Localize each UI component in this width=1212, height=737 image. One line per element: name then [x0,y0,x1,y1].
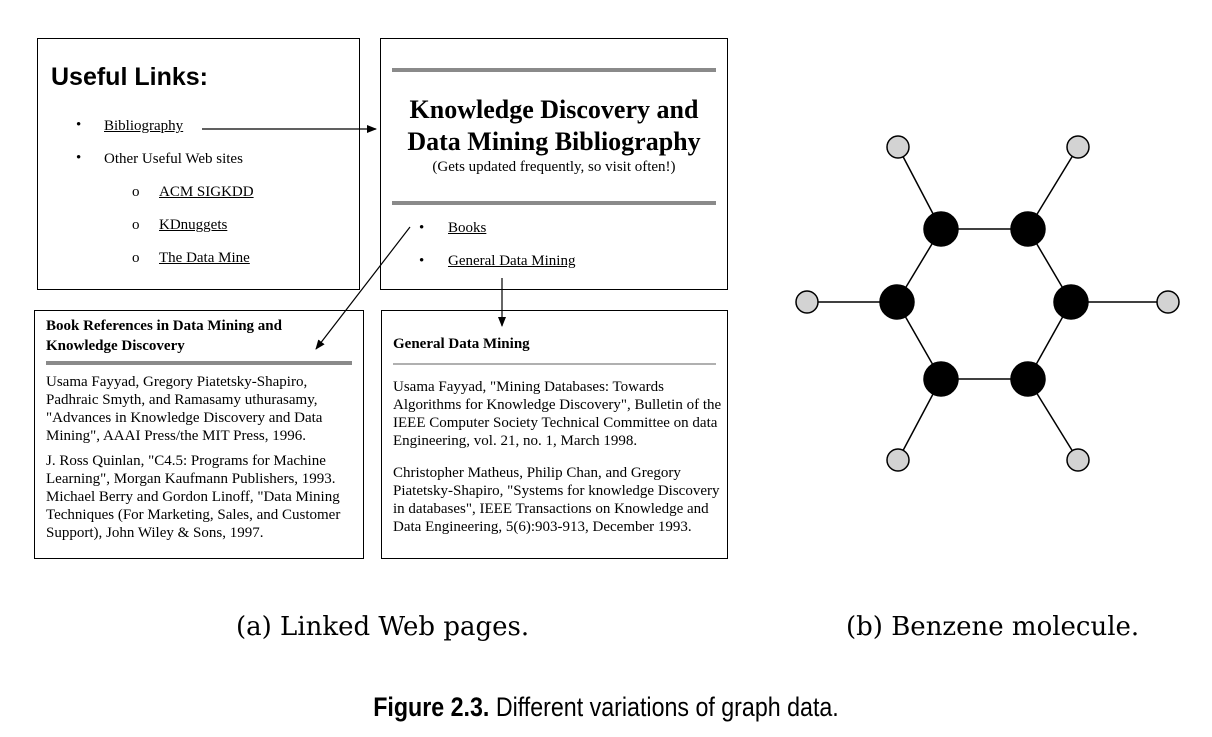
link-acm-sigkdd[interactable]: ACM SIGKDD [159,184,254,200]
general-data-mining-entry: Usama Fayyad, "Mining Databases: Towards… [393,379,722,449]
book-references-title-line1: Book References in Data Mining and [46,318,282,334]
link-general-data-mining[interactable]: General Data Mining [448,253,576,269]
bullet-books: • [419,220,425,236]
useful-links-page: Useful Links: • Bibliography • Other Use… [37,38,360,290]
link-kdnuggets[interactable]: KDnuggets [159,217,228,233]
bullet-data-mine: o [132,250,140,266]
hydrogen-atom [886,135,910,159]
general-data-mining-page: General Data Mining Usama Fayyad, "Minin… [381,310,728,559]
general-data-mining-title: General Data Mining [393,336,530,352]
bibliography-page: Knowledge Discovery and Data Mining Bibl… [380,38,728,290]
bullet-bibliography: • [76,117,82,133]
carbon-atom [923,361,959,397]
bibliography-title-line1: Knowledge Discovery and [409,95,699,124]
bonds [807,146,1168,461]
bullet-other-sites: • [76,150,82,166]
top-rule [392,68,716,72]
bullet-acm: o [132,184,140,200]
book-references-rule [46,361,352,365]
book-reference-entry: Usama Fayyad, Gregory Piatetsky-Shapiro,… [46,374,323,444]
carbon-atom [879,284,915,320]
caption-a: (a) Linked Web pages. [236,612,530,642]
figure-caption: Figure 2.3. Different variations of grap… [85,692,1127,723]
carbon-atom [923,211,959,247]
hydrogen-atom [1066,448,1090,472]
figure-text: Different variations of graph data. [495,692,839,722]
hydrogen-atom [1156,290,1180,314]
hydrogen-atom [1066,135,1090,159]
caption-b: (b) Benzene molecule. [846,612,1140,642]
link-bibliography[interactable]: Bibliography [104,118,184,134]
carbon-atom [1010,361,1046,397]
carbon-atom [1053,284,1089,320]
hydrogen-atom [886,448,910,472]
useful-links-title: Useful Links: [51,63,208,91]
carbon-atom [1010,211,1046,247]
bibliography-title-line2: Data Mining Bibliography [407,127,701,156]
book-reference-entry: J. Ross Quinlan, "C4.5: Programs for Mac… [46,453,341,541]
general-data-mining-entry: Christopher Matheus, Philip Chan, and Gr… [393,465,720,535]
bibliography-subtitle: (Gets updated frequently, so visit often… [432,159,676,175]
other-useful-sites-label: Other Useful Web sites [104,151,243,167]
general-data-mining-rule [393,363,716,365]
bottom-rule [392,201,716,205]
book-references-title-line2: Knowledge Discovery [46,338,185,354]
link-the-data-mine[interactable]: The Data Mine [159,250,250,266]
arrow-books-to-references [315,226,411,350]
atoms [795,135,1180,472]
bullet-general-data-mining: • [419,253,425,269]
link-books[interactable]: Books [448,220,487,236]
book-references-page: Book References in Data Mining and Knowl… [34,310,364,559]
hydrogen-atom [795,290,819,314]
bullet-kdnuggets: o [132,217,140,233]
figure-label: Figure 2.3. [373,692,490,722]
